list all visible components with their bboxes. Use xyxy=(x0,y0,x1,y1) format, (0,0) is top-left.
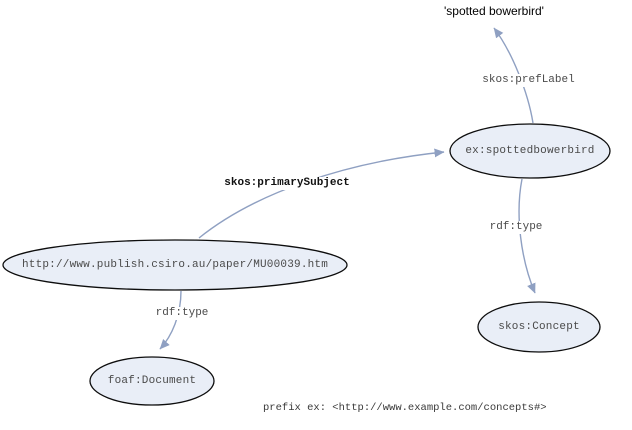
node-skos-concept xyxy=(477,301,601,353)
literal-spotted-bowerbird: 'spotted bowerbird' xyxy=(444,4,544,18)
node-foaf-document xyxy=(89,356,215,406)
edge-rdf-type-concept xyxy=(518,178,536,294)
edge-label-rdf-type-document: rdf:type xyxy=(153,307,211,320)
edge-skos-primarysubject xyxy=(198,148,445,239)
node-ex-spottedbowerbird xyxy=(449,123,611,179)
edge-label-skos-primarysubject: skos:primarySubject xyxy=(220,177,354,190)
edge-label-skos-preflabel: skos:prefLabel xyxy=(478,74,579,87)
edge-label-rdf-type-concept: rdf:type xyxy=(487,221,545,234)
prefix-declarations: prefix ex: <http://www.example.com/conce… xyxy=(263,376,622,430)
node-paper-uri xyxy=(2,239,348,291)
edge-rdf-type-document xyxy=(159,290,182,350)
edge-skos-preflabel xyxy=(493,27,534,124)
prefix-line-ex: prefix ex: <http://www.example.com/conce… xyxy=(263,402,547,414)
